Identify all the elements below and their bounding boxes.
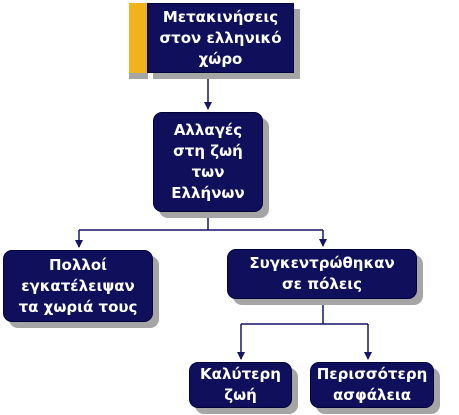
changes-node-label: Αλλαγές στη ζωή των Ελλήνων: [171, 121, 245, 202]
better-life-node-label: Καλύτερη ζωή: [200, 365, 281, 404]
abandoned-villages-node-label: Πολλοί εγκατέλειψαν τα χωριά τους: [18, 255, 138, 316]
better-life-node: Καλύτερη ζωή: [189, 362, 292, 408]
abandoned-villages-node: Πολλοί εγκατέλειψαν τα χωριά τους: [3, 250, 153, 322]
concentrated-in-cities-node-label: Συγκεντρώθηκαν σε πόλεις: [249, 254, 395, 293]
more-safety-node-label: Περισσότερη ασφάλεια: [316, 365, 428, 404]
concentrated-in-cities-node: Συγκεντρώθηκαν σε πόλεις: [227, 249, 417, 299]
root-node: Μετακινήσεις στον ελληνικό χώρο: [147, 3, 294, 73]
root-node-accent-bar: [129, 3, 148, 73]
changes-node: Αλλαγές στη ζωή των Ελλήνων: [153, 112, 263, 212]
root-node-label: Μετακινήσεις στον ελληνικό χώρο: [159, 7, 282, 68]
edge-changes-branch: [79, 212, 323, 231]
more-safety-node: Περισσότερη ασφάλεια: [310, 362, 434, 408]
edge-cities-branch: [241, 299, 368, 325]
